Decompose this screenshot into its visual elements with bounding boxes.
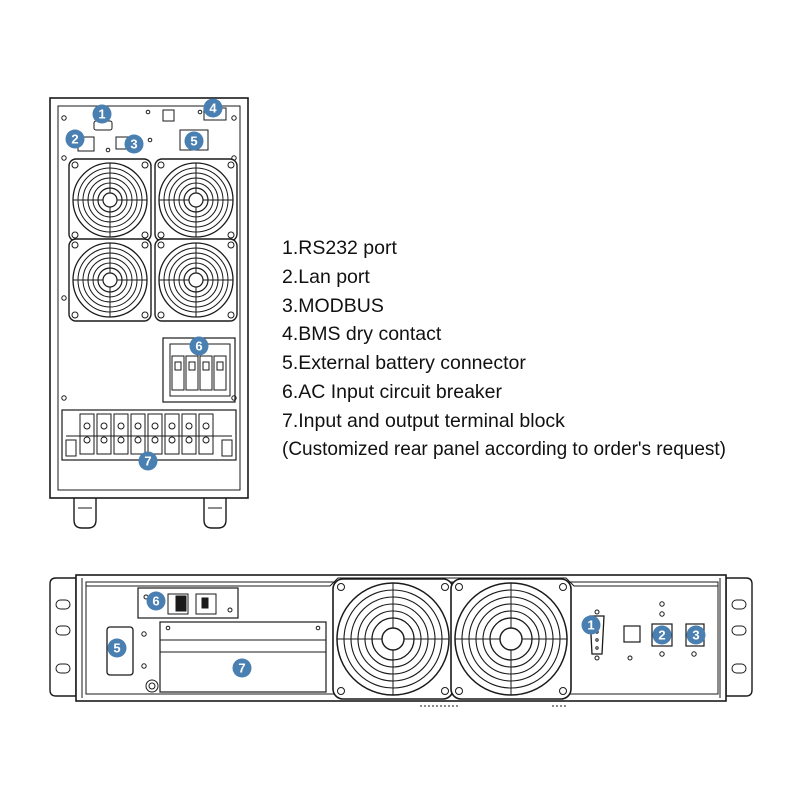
rack-callout-1: 1 bbox=[581, 615, 601, 635]
svg-text:7: 7 bbox=[238, 661, 245, 676]
rack-rear-panel bbox=[49, 574, 753, 707]
rack-ear-right bbox=[725, 577, 753, 697]
tower-terminals bbox=[65, 413, 233, 457]
svg-text:1: 1 bbox=[587, 618, 594, 633]
tower-callout-4: 4 bbox=[203, 98, 223, 118]
tower-rear-panel bbox=[49, 97, 249, 529]
svg-text:3: 3 bbox=[130, 137, 137, 152]
rack-small-switch bbox=[623, 625, 641, 643]
legend-item-breaker: 6.AC Input circuit breaker bbox=[282, 380, 503, 403]
tower-fan-top-right bbox=[154, 158, 238, 242]
tower-callout-5: 5 bbox=[184, 131, 204, 151]
tower-callout-7: 7 bbox=[138, 451, 158, 471]
tower-foot-right bbox=[203, 498, 227, 529]
svg-text:2: 2 bbox=[658, 628, 665, 643]
rack-lan-port bbox=[651, 623, 673, 647]
svg-text:5: 5 bbox=[190, 134, 197, 149]
tower-callout-3: 3 bbox=[124, 134, 144, 154]
tower-fan-bottom-left bbox=[68, 238, 152, 322]
rack-callout-3: 3 bbox=[686, 625, 706, 645]
legend-item-rs232: 1.RS232 port bbox=[282, 237, 397, 259]
svg-text:6: 6 bbox=[195, 339, 202, 354]
rack-battery-connector bbox=[106, 626, 134, 676]
svg-text:1: 1 bbox=[98, 107, 105, 122]
tower-callout-2: 2 bbox=[65, 129, 85, 149]
svg-text:6: 6 bbox=[152, 594, 159, 609]
legend-item-modbus: 3.MODBUS bbox=[282, 294, 384, 317]
rack-rs232-port bbox=[589, 615, 605, 655]
tower-small-switch bbox=[162, 109, 175, 122]
legend-item-bms: 4.BMS dry contact bbox=[282, 323, 442, 346]
svg-text:4: 4 bbox=[209, 101, 217, 116]
tower-callout-6: 6 bbox=[189, 336, 209, 356]
tower-callout-1: 1 bbox=[92, 104, 112, 124]
rack-terminal-cover bbox=[159, 621, 327, 693]
component-legend: 1.RS232 port 2.Lan port 3.MODBUS 4.BMS d… bbox=[282, 234, 792, 464]
tower-fan-bottom-right bbox=[154, 238, 238, 322]
rack-callout-6: 6 bbox=[146, 591, 166, 611]
legend-item-lan: 2.Lan port bbox=[282, 265, 370, 288]
svg-text:5: 5 bbox=[113, 641, 120, 656]
rack-callout-7: 7 bbox=[232, 658, 252, 678]
tower-foot-left bbox=[73, 498, 97, 529]
legend-item-terminal: 7.Input and output terminal block bbox=[282, 409, 565, 432]
tower-fan-top-left bbox=[68, 158, 152, 242]
legend-note: (Customized rear panel according to orde… bbox=[282, 438, 727, 460]
tower-ac-breaker-poles bbox=[171, 355, 227, 391]
tower-inner-panel bbox=[57, 105, 241, 491]
rack-ear-left bbox=[49, 577, 77, 697]
rack-fan-left bbox=[332, 578, 454, 700]
rack-callout-2: 2 bbox=[652, 625, 672, 645]
svg-text:3: 3 bbox=[692, 628, 699, 643]
rack-fan-right bbox=[450, 578, 572, 700]
rack-ground-screw bbox=[145, 679, 159, 693]
svg-text:2: 2 bbox=[71, 132, 78, 147]
rack-ac-breaker bbox=[137, 587, 239, 619]
svg-text:7: 7 bbox=[144, 454, 151, 469]
rack-callout-5: 5 bbox=[107, 638, 127, 658]
legend-item-battery: 5.External battery connector bbox=[282, 352, 526, 375]
